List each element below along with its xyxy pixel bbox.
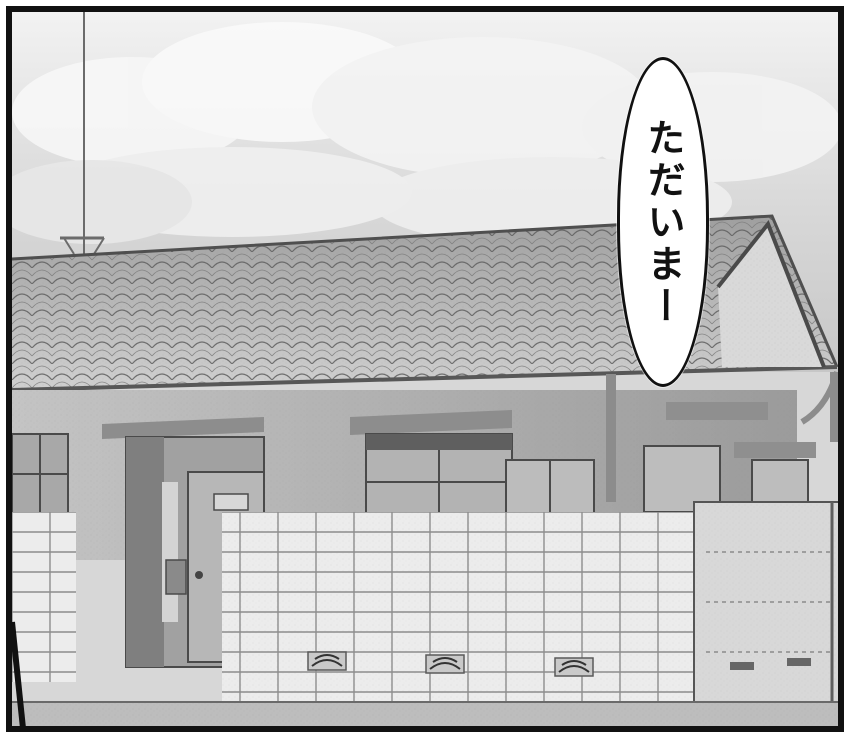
illustration-scene (12, 12, 838, 726)
comic-panel: ただいまー (6, 6, 844, 732)
block-fence-left (12, 512, 76, 682)
speech-text: ただいまー (641, 118, 685, 328)
speech-bubble: ただいまー (617, 57, 709, 387)
small-window-right (751, 459, 809, 507)
vent-blocks (307, 651, 594, 677)
